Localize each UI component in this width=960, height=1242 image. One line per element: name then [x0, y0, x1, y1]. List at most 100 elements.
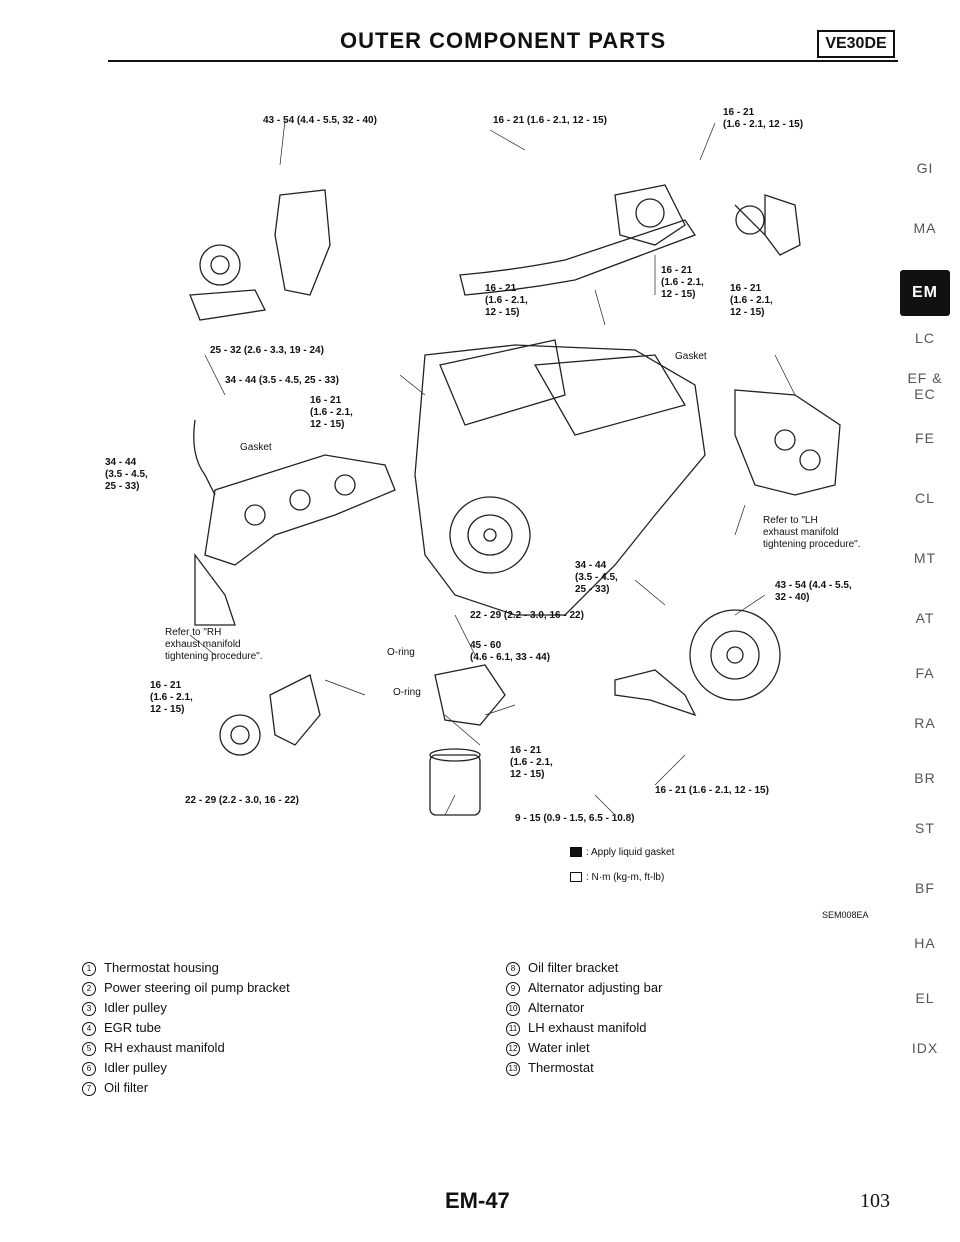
- exploded-diagram: 43 - 54 (4.4 - 5.5, 32 - 40) 16 - 21 (1.…: [95, 95, 890, 930]
- part-list-item: 11 LH exhaust manifold: [506, 1018, 662, 1038]
- oil-filter: [429, 754, 481, 816]
- legend-torque-unit: : N·m (kg-m, ft-lb): [570, 872, 664, 883]
- section-tab-idx: IDX: [911, 1040, 939, 1056]
- part-number: 3: [82, 1001, 96, 1016]
- section-tab-ma: MA: [913, 220, 937, 236]
- part-list-item: 12 Water inlet: [506, 1038, 662, 1058]
- part-number: 10: [506, 1001, 520, 1016]
- part-name: Thermostat housing: [104, 960, 219, 975]
- part-name: EGR tube: [104, 1020, 162, 1035]
- part-list-item: 6 Idler pulley: [82, 1058, 290, 1078]
- section-tab-st: ST: [915, 820, 935, 836]
- engine-model-badge: VE30DE: [817, 30, 895, 58]
- section-tab-el: EL: [915, 990, 935, 1006]
- page-number: 103: [860, 1190, 890, 1212]
- section-tab-efec: EF & EC: [907, 370, 943, 402]
- thermostat: [735, 205, 765, 235]
- torque-label: 9 - 15 (0.9 - 1.5, 6.5 - 10.8): [515, 813, 635, 824]
- engine-block: [414, 344, 706, 616]
- part-name: Idler pulley: [104, 1060, 167, 1075]
- torque-label: 16 - 21 (1.6 - 2.1, 12 - 15): [493, 115, 607, 126]
- water-inlet: [764, 194, 801, 256]
- part-list-item: 2 Power steering oil pump bracket: [82, 978, 290, 998]
- torque-label: 16 - 21 (1.6 - 2.1, 12 - 15): [510, 745, 553, 780]
- section-tab-ha: HA: [914, 935, 936, 951]
- section-tab-br: BR: [914, 770, 936, 786]
- section-tab-fe: FE: [915, 430, 935, 446]
- part-list-item: 3 Idler pulley: [82, 998, 290, 1018]
- figure-ref-code: SEM008EA: [822, 910, 869, 920]
- part-name: Oil filter bracket: [528, 960, 619, 975]
- page-title: OUTER COMPONENT PARTS: [340, 28, 667, 53]
- oring-label: O-ring: [387, 647, 415, 658]
- idler-pulley-top: [199, 244, 241, 286]
- torque-label: 16 - 21 (1.6 - 2.1, 12 - 15): [310, 395, 353, 430]
- part-number: 9: [506, 981, 520, 996]
- idler-pulley-bottom: [219, 714, 261, 756]
- torque-label: 34 - 44 (3.5 - 4.5, 25 - 33): [575, 560, 618, 595]
- part-name: LH exhaust manifold: [528, 1020, 647, 1035]
- rh-exhaust-manifold: [204, 454, 396, 566]
- cylinder-head-left: [439, 339, 566, 426]
- header-rule: [108, 60, 898, 62]
- section-page-number: EM-47: [445, 1188, 510, 1213]
- oil-filter-bracket: [434, 664, 506, 726]
- egr-tube: [193, 419, 216, 496]
- torque-label: 43 - 54 (4.4 - 5.5, 32 - 40): [775, 580, 852, 603]
- section-tab-em: EM: [900, 270, 950, 316]
- torque-label: Refer to "RH exhaust manifold tightening…: [165, 627, 263, 662]
- part-number: 2: [82, 981, 96, 996]
- torque-label: 16 - 21 (1.6 - 2.1, 12 - 15): [485, 283, 528, 318]
- part-list-item: 9 Alternator adjusting bar: [506, 978, 662, 998]
- section-tab-lc: LC: [915, 330, 935, 346]
- torque-label: 16 - 21 (1.6 - 2.1, 12 - 15): [655, 785, 769, 796]
- legend-liquid-gasket: : Apply liquid gasket: [570, 847, 674, 858]
- gasket-label: Gasket: [240, 442, 272, 453]
- section-tab-mt: MT: [913, 550, 937, 566]
- liquid-gasket-icon: [570, 847, 582, 858]
- section-tab-gi: GI: [916, 160, 934, 176]
- torque-label: 22 - 29 (2.2 - 3.0, 16 - 22): [470, 610, 584, 621]
- part-number: 7: [82, 1081, 96, 1096]
- part-number: 12: [506, 1041, 520, 1056]
- gasket-label: Gasket: [675, 351, 707, 362]
- alternator-adjusting-bar: [614, 669, 697, 717]
- torque-label: 45 - 60 (4.6 - 6.1, 33 - 44): [470, 640, 551, 663]
- part-name: Power steering oil pump bracket: [104, 980, 290, 995]
- torque-label: 16 - 21 (1.6 - 2.1, 12 - 15): [723, 107, 804, 130]
- parts-list-right: 8 Oil filter bracket 9 Alternator adjusting…: [506, 958, 662, 1078]
- torque-label: 16 - 21 (1.6 - 2.1, 12 - 15): [661, 265, 704, 300]
- torque-label: 16 - 21 (1.6 - 2.1, 12 - 15): [150, 680, 193, 715]
- torque-label: Refer to "LH exhaust manifold tightening…: [763, 515, 861, 550]
- part-list-item: 7 Oil filter: [82, 1078, 290, 1098]
- part-number: 4: [82, 1021, 96, 1036]
- torque-icon: [570, 872, 582, 883]
- part-list-item: 8 Oil filter bracket: [506, 958, 662, 978]
- section-tab-cl: CL: [915, 490, 935, 506]
- part-number: 6: [82, 1061, 96, 1076]
- part-name: Idler pulley: [104, 1000, 167, 1015]
- water-pipe: [459, 219, 696, 296]
- alternator: [689, 609, 781, 701]
- section-tab-ra: RA: [914, 715, 936, 731]
- torque-label: 25 - 32 (2.6 - 3.3, 19 - 24): [210, 345, 324, 356]
- part-number: 11: [506, 1021, 520, 1036]
- part-name: Water inlet: [528, 1040, 590, 1055]
- ps-bracket: [274, 189, 331, 296]
- section-tab-fa: FA: [915, 665, 935, 681]
- torque-label: 34 - 44 (3.5 - 4.5, 25 - 33): [225, 375, 339, 386]
- part-number: 8: [506, 961, 520, 976]
- thermostat-housing: [614, 184, 686, 246]
- crank-pulley: [449, 496, 531, 574]
- part-name: Oil filter: [104, 1080, 149, 1095]
- part-name: Alternator: [528, 1000, 585, 1015]
- cylinder-head-right: [533, 354, 686, 436]
- engine-drawing: [189, 119, 841, 816]
- part-name: Alternator adjusting bar: [528, 980, 663, 995]
- part-name: RH exhaust manifold: [104, 1040, 225, 1055]
- part-list-item: 10 Alternator: [506, 998, 662, 1018]
